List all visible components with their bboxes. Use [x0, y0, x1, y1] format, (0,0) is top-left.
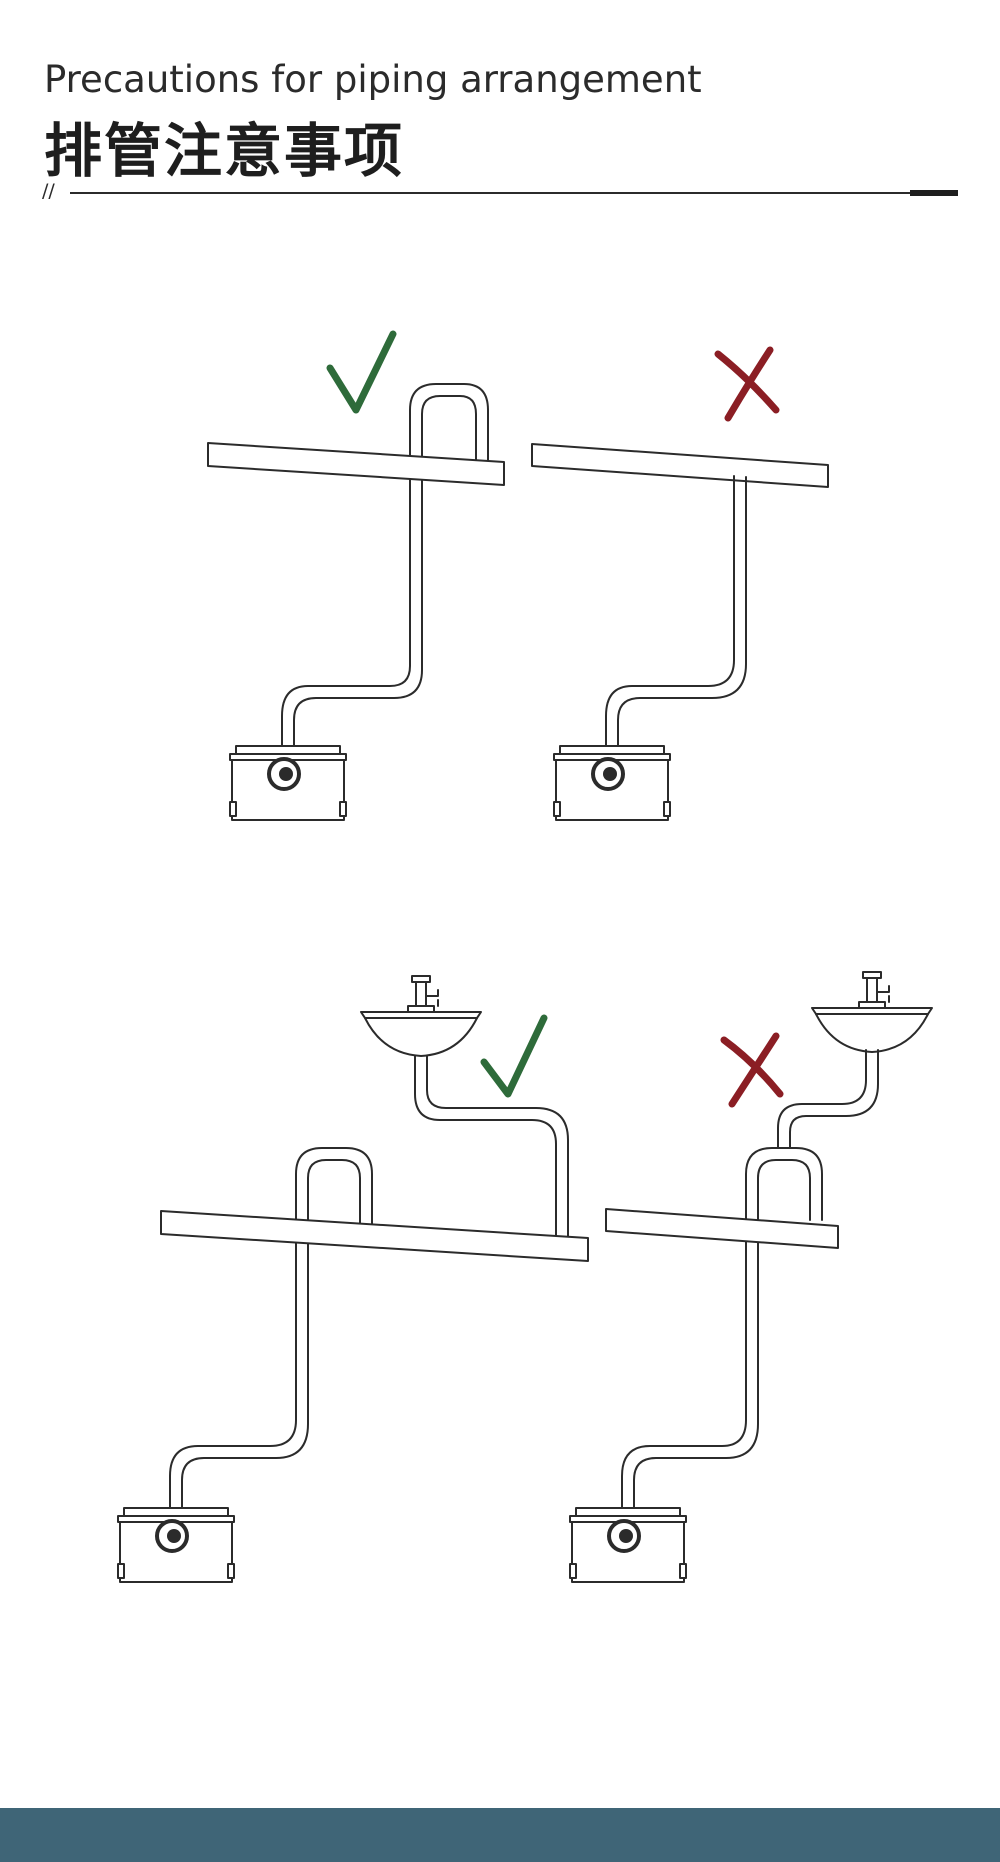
cross-mark-wrong — [714, 346, 780, 422]
pipe-outer — [605, 475, 735, 747]
ceiling-slab — [160, 1210, 589, 1262]
pump-unit — [116, 1506, 236, 1584]
pipe-outer — [169, 1147, 373, 1509]
ceiling-slab — [531, 443, 829, 488]
pipe-outer — [621, 1147, 823, 1509]
pipe-inner — [293, 395, 477, 747]
header-divider-accent — [910, 190, 958, 196]
ceiling-slab — [207, 442, 505, 486]
sink-pipe-outer — [414, 1055, 557, 1237]
header-divider — [70, 192, 956, 194]
footer-band — [0, 1808, 1000, 1862]
sink-pipe-outer — [777, 1049, 867, 1149]
panel-bottom-right — [568, 971, 933, 1584]
page-header: Precautions for piping arrangement 排管注意事… — [0, 0, 1000, 220]
sink — [811, 971, 933, 1053]
pipe-outer — [281, 383, 489, 747]
check-mark-correct — [480, 1014, 548, 1098]
panel-bottom-left — [116, 975, 589, 1584]
ceiling-slab — [605, 1208, 839, 1249]
sink — [360, 975, 482, 1057]
page-title: 排管注意事项 — [44, 117, 405, 185]
piping-diagram — [116, 330, 933, 1584]
pump-unit — [228, 744, 348, 822]
panel-top-right — [531, 346, 829, 822]
pipe-inner — [181, 1159, 361, 1509]
pump-unit — [568, 1506, 688, 1584]
check-mark-correct — [326, 330, 397, 414]
pipe-inner — [617, 476, 747, 747]
slash-mark: // — [42, 180, 55, 202]
sink-pipe-inner — [789, 1049, 879, 1149]
sink-pipe-inner — [426, 1055, 569, 1238]
panel-top-left — [207, 330, 505, 822]
pipe-inner — [633, 1159, 811, 1509]
pump-unit — [552, 744, 672, 822]
english-subtitle: Precautions for piping arrangement — [44, 58, 702, 101]
cross-mark-wrong — [720, 1032, 784, 1108]
